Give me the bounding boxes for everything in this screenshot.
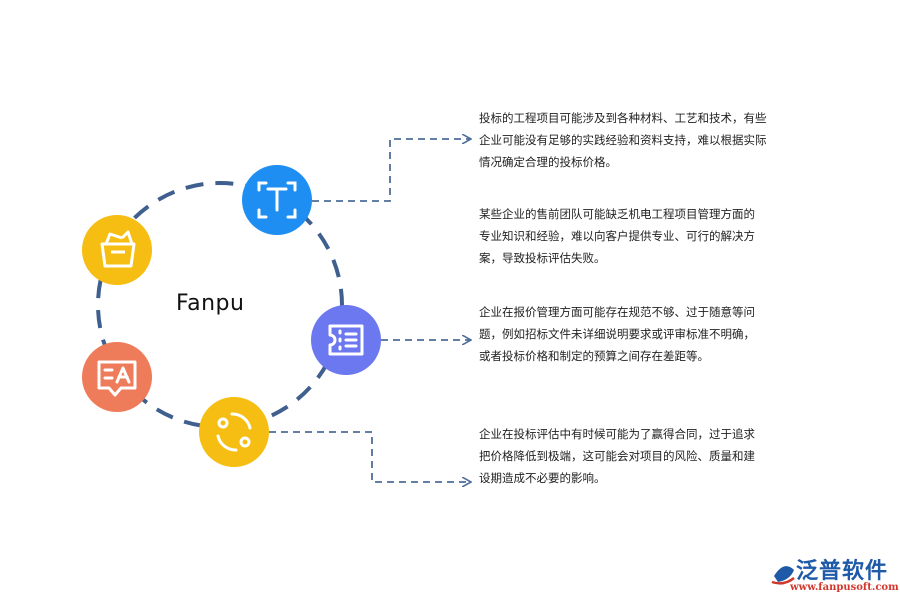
logo-name: 泛普软件 [796, 559, 889, 584]
connector-1 [312, 139, 470, 202]
cycle-icon [216, 412, 252, 452]
connector-4 [269, 431, 470, 482]
list-icon [328, 324, 364, 356]
paragraph-2: 某些企业的售前团队可能缺乏机电工程项目管理方面的 专业知识和经验，难以向客户提供… [479, 207, 755, 265]
message-icon [97, 360, 137, 397]
node-text [242, 165, 312, 235]
node-message [82, 342, 152, 412]
paragraph-4: 企业在投标评估中有时候可能为了赢得合同，过于追求 把价格降低到极端，这可能会对项… [479, 427, 755, 485]
paragraph-3: 企业在报价管理方面可能存在规范不够、过于随意等问 题，例如招标文件未详细说明要求… [479, 305, 755, 363]
node-folder [82, 215, 152, 285]
paragraph-1: 投标的工程项目可能涉及到各种材料、工艺和技术，有些 企业可能没有足够的实践经验和… [479, 111, 767, 169]
node-cycle [199, 397, 269, 467]
text-frame-icon [257, 181, 297, 219]
center-label: Fanpu [176, 291, 245, 316]
logo-mark-icon [771, 566, 795, 585]
logo-url: www.fanpusoft.com [790, 582, 899, 593]
folder-icon [100, 230, 136, 268]
node-list [311, 305, 381, 375]
